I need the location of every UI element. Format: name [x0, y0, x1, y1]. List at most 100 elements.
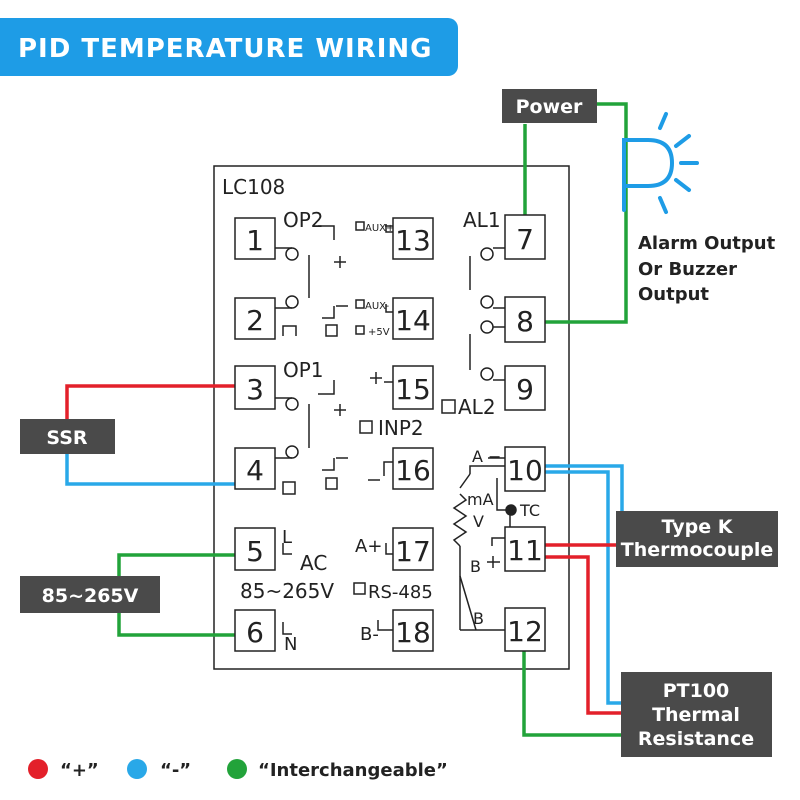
terminal-3-box — [234, 365, 276, 410]
thermocouple-label: Thermocouple — [621, 539, 773, 561]
op1-contact-2 — [285, 445, 299, 459]
terminal-1-box — [234, 217, 276, 260]
ssr-label-box — [20, 419, 115, 454]
terminal-9-box — [504, 365, 546, 411]
terminal-8-box — [504, 296, 546, 343]
terminal-11-box — [504, 526, 546, 572]
inp2-label: INP2 — [378, 416, 424, 440]
terminal-13-box — [392, 217, 434, 260]
terminal-16-label: 16 — [395, 454, 431, 487]
terminal-10-box — [504, 446, 546, 492]
terminal-17-box — [392, 527, 434, 571]
op1-label: OP1 — [283, 358, 324, 382]
plus5v-label: +5V — [368, 327, 390, 338]
legend-plus-label: “+” — [60, 760, 99, 781]
a-label: A — [472, 447, 483, 466]
terminal-18-box — [392, 609, 434, 652]
internal-circuit — [275, 221, 517, 635]
terminal-6-label: 6 — [246, 616, 264, 649]
range-label: 85~265V — [240, 579, 334, 603]
op1-contact-1 — [285, 397, 299, 411]
ssr-red-wire — [65, 384, 235, 420]
terminal-group: 1 2 3 4 5 6 13 14 15 16 17 18 7 8 9 10 1… — [234, 214, 546, 652]
terminal-16-box — [392, 447, 434, 490]
tc-blue-wire — [545, 464, 624, 512]
terminal-5-label: 5 — [246, 535, 264, 568]
terminal-4-label: 4 — [246, 454, 264, 487]
terminal-2-label: 2 — [246, 304, 264, 337]
supply-label: 85~265V — [42, 585, 139, 607]
minus-label: − — [488, 447, 501, 466]
al2-label: AL2 — [458, 395, 496, 419]
aux-minus-label: AUX- — [365, 301, 390, 312]
op2-contact-1 — [285, 247, 299, 261]
terminal-13-label: 13 — [395, 224, 431, 257]
legend-interchangeable-label: “Interchangeable” — [258, 760, 448, 781]
terminal-15-label: 15 — [395, 373, 431, 406]
legend-blue-dot — [127, 759, 147, 779]
alarm-output-line3: Output — [638, 284, 709, 305]
pt100-red-wire — [545, 555, 622, 715]
terminal-7-box — [504, 214, 546, 260]
op2-contact-2 — [285, 295, 299, 309]
title-banner-left-square — [0, 18, 20, 76]
supply-wire-5 — [117, 553, 235, 576]
al1-label: AL1 — [463, 208, 501, 232]
legend-red-dot — [28, 759, 48, 779]
rs485-label: RS-485 — [368, 582, 433, 603]
al1-contact-3 — [480, 320, 494, 334]
tc-label: TC — [519, 501, 540, 520]
b-label-1: B — [470, 557, 481, 576]
alarm-light-icon — [622, 112, 699, 214]
terminal-5-box — [234, 527, 276, 571]
terminal-14-box — [392, 297, 434, 340]
title-banner — [0, 18, 458, 76]
b-label-2: B — [473, 609, 484, 628]
alarm-output-line1: Alarm Output — [638, 233, 776, 254]
terminal-14-label: 14 — [395, 304, 431, 337]
terminal-4-box — [234, 447, 276, 490]
power-label-box — [502, 89, 597, 123]
alarm-output-line2: Or Buzzer — [638, 259, 737, 280]
legend-green-dot — [227, 759, 247, 779]
terminal-3-label: 3 — [246, 373, 264, 406]
ac-label: AC — [300, 551, 327, 575]
terminal-8-label: 8 — [516, 305, 534, 338]
ssr-label: SSR — [46, 427, 88, 449]
terminal-10-label: 10 — [507, 454, 543, 487]
terminal-17-label: 17 — [395, 535, 431, 568]
tc-junction — [505, 504, 517, 516]
l-label: L — [282, 527, 292, 548]
supply-label-box — [20, 576, 160, 613]
terminal-15-box — [392, 365, 434, 410]
a-plus-label: A+ — [355, 536, 382, 557]
terminal-12-label: 12 — [507, 615, 543, 648]
thermal-label: Thermal — [652, 704, 740, 726]
pt100-blue-wire — [545, 470, 622, 705]
model-label: LC108 — [222, 175, 285, 199]
annotation-texts: OP2 AUX+ AUX- +5V AL1 OP1 AL2 INP2 L AC … — [240, 208, 540, 655]
power-wire-8 — [545, 102, 628, 324]
al2-contact — [480, 367, 494, 381]
controller-body — [213, 165, 570, 670]
al1-contact-2 — [480, 295, 494, 309]
terminal-18-label: 18 — [395, 616, 431, 649]
terminal-6-box — [234, 609, 276, 652]
type-k-label: Type K — [662, 516, 734, 538]
terminal-7-label: 7 — [516, 223, 534, 256]
terminal-11-label: 11 — [507, 534, 543, 567]
power-label: Power — [516, 96, 583, 118]
op2-label: OP2 — [283, 208, 324, 232]
aux-plus-label: AUX+ — [365, 223, 394, 234]
legend-minus-label: “-” — [160, 760, 191, 781]
pt100-label: PT100 — [663, 680, 730, 702]
type-k-label-box — [616, 511, 778, 567]
terminal-2-box — [234, 297, 276, 340]
supply-wire-6 — [117, 612, 235, 637]
terminal-9-label: 9 — [516, 373, 534, 406]
terminal-1-label: 1 — [246, 224, 264, 257]
al1-contact-1 — [480, 247, 494, 261]
pt100-green-wire — [522, 651, 622, 737]
resistance-label: Resistance — [638, 728, 754, 750]
